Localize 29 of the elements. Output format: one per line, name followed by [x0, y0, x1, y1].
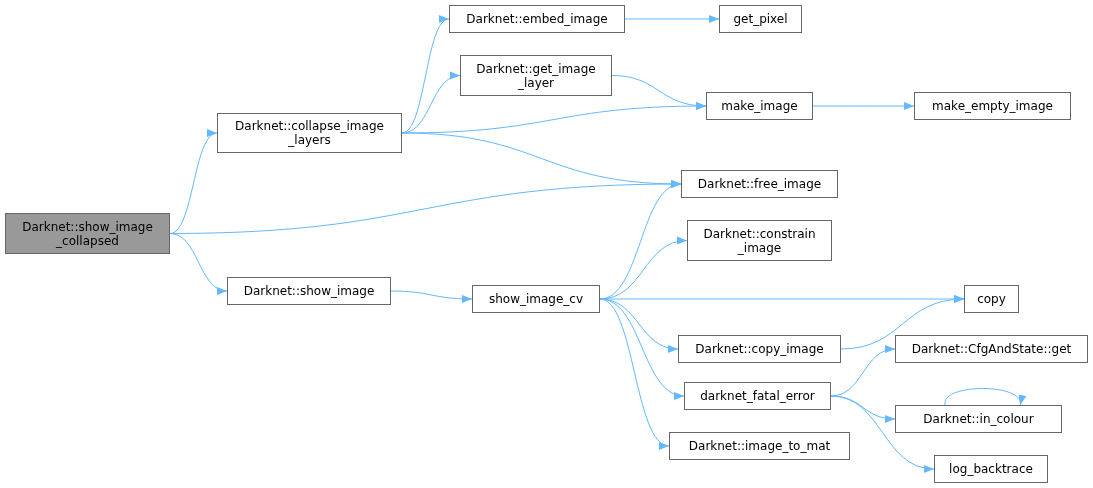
function-box: Darknet::get_image _layer: [460, 55, 612, 96]
arrow: [830, 346, 896, 397]
arrow: [830, 395, 935, 472]
arrow: [599, 237, 688, 300]
function-box: Darknet::show_image: [227, 277, 391, 305]
arrow: [812, 102, 915, 110]
function-box: darknet_fatal_error: [684, 382, 831, 410]
function-box: Darknet::embed_image: [449, 5, 625, 33]
function-box: Darknet::image_to_mat: [669, 432, 850, 460]
arrow: [611, 75, 707, 110]
function-box: make_image: [706, 92, 813, 120]
function-box: show_image_cv: [472, 285, 600, 313]
function-box: Darknet::show_image _collapsed: [5, 213, 170, 254]
function-box: Darknet::constrain _image: [687, 220, 832, 261]
arrow: [169, 233, 228, 294]
arrow: [944, 388, 1024, 406]
function-box: Darknet::copy_image: [678, 335, 841, 363]
arrow: [390, 290, 473, 303]
function-box: Darknet::in_colour: [895, 405, 1062, 433]
arrow: [624, 15, 720, 23]
arrow: [169, 132, 218, 234]
arrow: [840, 295, 965, 350]
function-box: Darknet::collapse_image _layers: [217, 113, 402, 153]
function-box: copy: [964, 285, 1019, 313]
function-box: log_backtrace: [934, 455, 1048, 483]
function-box: Darknet::CfgAndState::get: [895, 335, 1088, 363]
function-box: Darknet::free_image: [681, 170, 838, 198]
function-box: make_empty_image: [914, 92, 1071, 120]
function-box: get_pixel: [719, 5, 802, 33]
